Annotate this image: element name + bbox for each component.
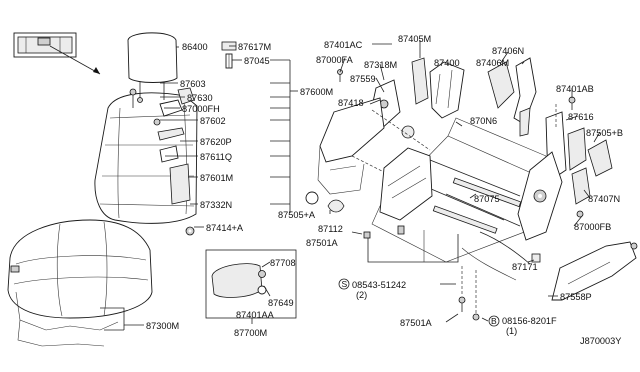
bolt-symbol-letter: B	[491, 316, 497, 326]
label-08156-8201f: 08156-8201F	[502, 316, 557, 326]
label-86400: 86400	[182, 42, 208, 52]
label-87401aa: 87401AA	[236, 310, 275, 320]
label-87045: 87045	[244, 56, 270, 66]
label-87611q: 87611Q	[200, 152, 232, 162]
headrest-illustration	[127, 32, 178, 103]
label-87407n: 87407N	[588, 194, 620, 204]
screw-symbol-icon	[338, 278, 350, 290]
label-87300m: 87300M	[146, 321, 179, 331]
label-87559: 87559	[350, 74, 376, 84]
label-87171: 87171	[512, 262, 538, 272]
label-87708: 87708	[270, 258, 296, 268]
label-87418: 87418	[338, 98, 364, 108]
label-87649: 87649	[268, 298, 294, 308]
label-87600m: 87600M	[300, 87, 333, 97]
label-87414-a: 87414+A	[206, 223, 244, 233]
label-87401ac: 87401AC	[324, 40, 363, 50]
seat-frame-illustration	[305, 57, 638, 321]
leader-lines	[100, 40, 601, 331]
label-87505-a: 87505+A	[278, 210, 316, 220]
label-87617m: 87617M	[238, 42, 271, 52]
label-87603: 87603	[180, 79, 206, 89]
seat-cushion-illustration	[7, 219, 153, 347]
bolt-symbol-icon	[488, 315, 500, 327]
label-87602: 87602	[200, 116, 226, 126]
label-87112: 87112	[318, 224, 343, 234]
label-87318m: 87318M	[364, 60, 397, 70]
label-87601m: 87601M	[200, 173, 233, 183]
label-87400: 87400	[434, 58, 460, 68]
label-87000fh: 87000FH	[182, 104, 220, 114]
screw-symbol-letter: S	[342, 279, 348, 289]
label-08543-51242: 08543-51242	[352, 280, 406, 290]
part-labels: 86400 87617M 87045 87603 87630 87000FH 8…	[146, 34, 623, 346]
label-87616: 87616	[568, 112, 594, 122]
label-87620p: 87620P	[200, 137, 232, 147]
label-87332n: 87332N	[200, 200, 232, 210]
label-870n6: 870N6	[470, 116, 497, 126]
vehicle-locator-icon	[13, 32, 101, 75]
label-87505-b: 87505+B	[586, 128, 623, 138]
label-87000fa: 87000FA	[316, 55, 354, 65]
label-87700m: 87700M	[234, 328, 267, 338]
armrest-inset	[205, 249, 297, 319]
label-87558p: 87558P	[560, 292, 592, 302]
label-87406m: 87406M	[476, 58, 509, 68]
label-87405m: 87405M	[398, 34, 431, 44]
label-87501a-top: 87501A	[306, 238, 339, 248]
label-87401ab: 87401AB	[556, 84, 594, 94]
diagram-code: J870003Y	[580, 336, 621, 346]
label-08156-qty: (1)	[506, 326, 517, 336]
label-87630: 87630	[187, 93, 213, 103]
label-08543-qty: (2)	[356, 290, 367, 300]
label-87075: 87075	[474, 194, 500, 204]
label-87406n: 87406N	[492, 46, 524, 56]
label-87501a-bottom: 87501A	[400, 318, 433, 328]
label-87000fb: 87000FB	[574, 222, 611, 232]
